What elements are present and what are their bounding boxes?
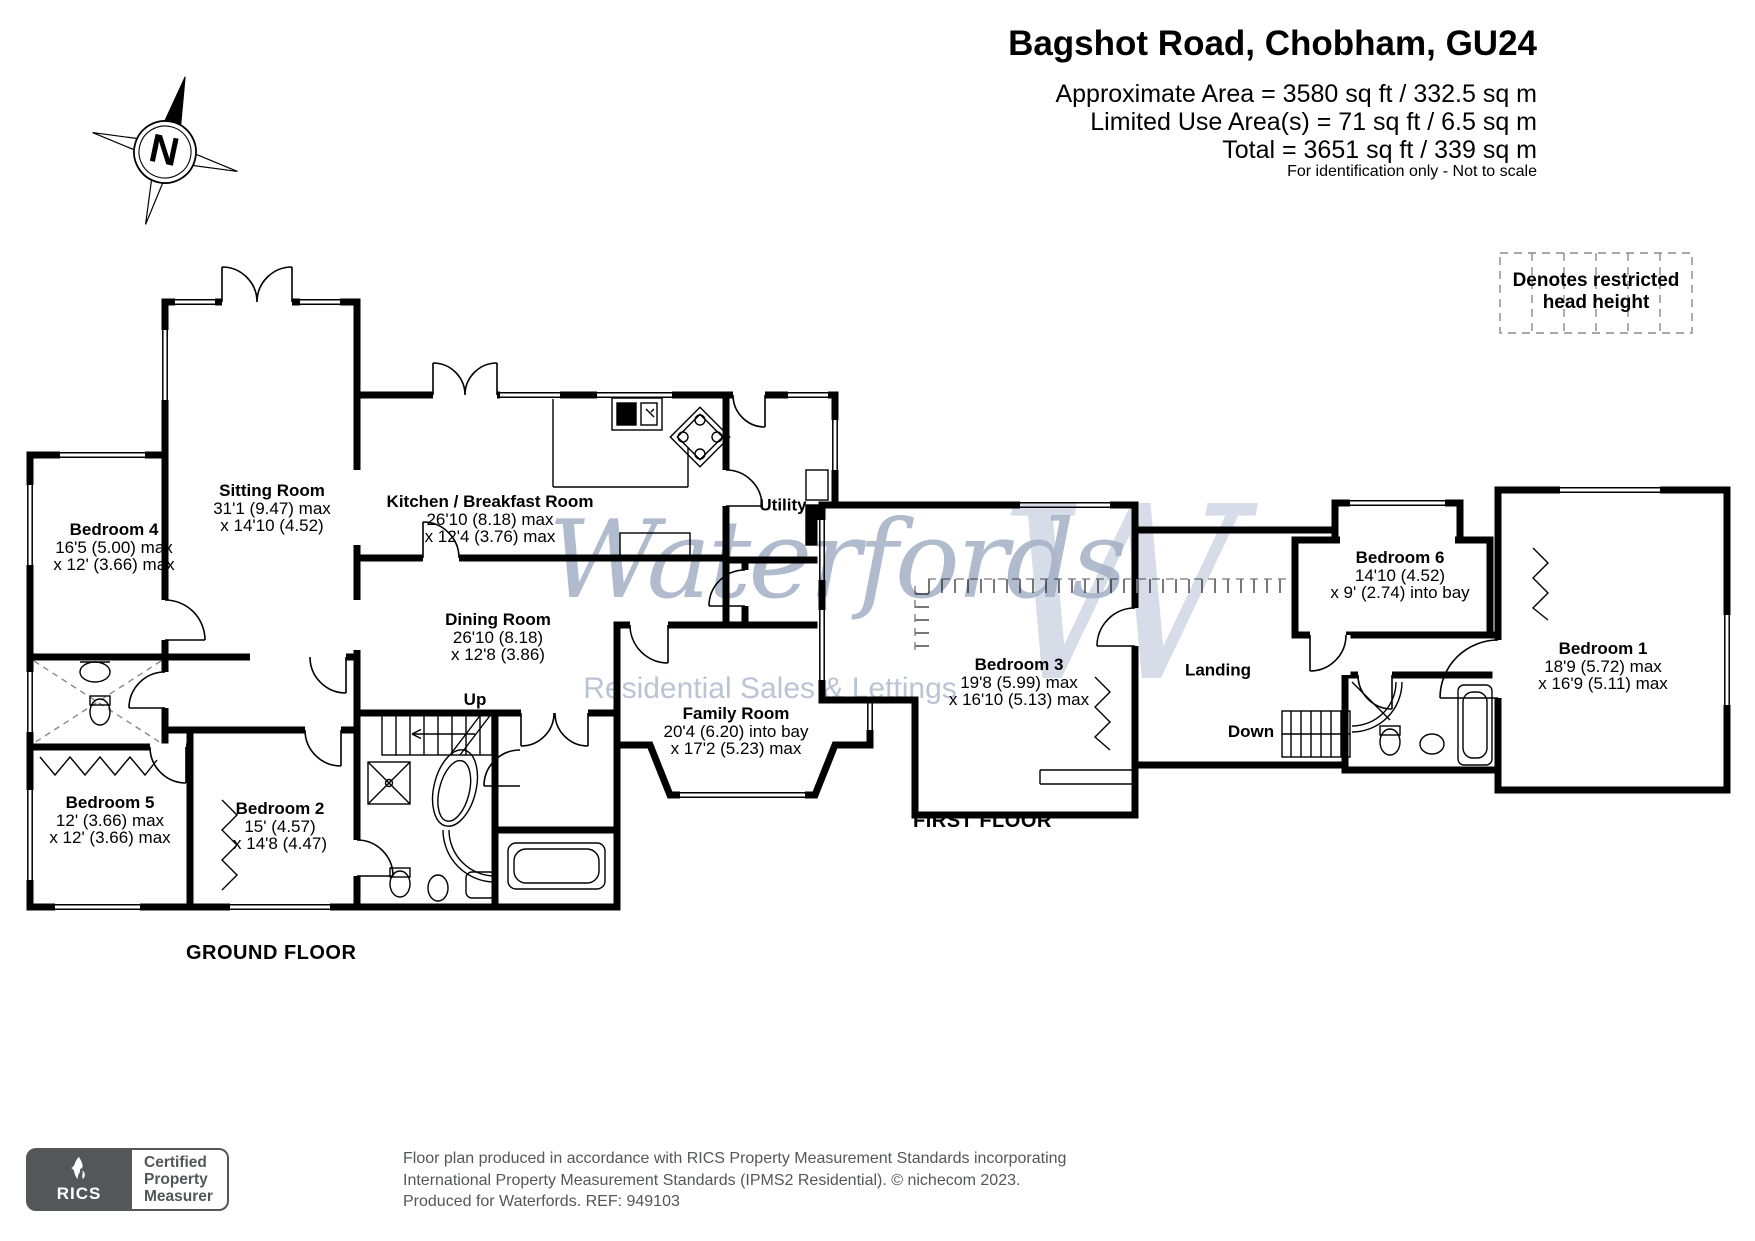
shower-room — [26, 653, 169, 751]
room-label-bedroom-2: Bedroom 2 15' (4.57) x 14'8 (4.47) — [233, 798, 327, 853]
room-label-bedroom-6: Bedroom 6 14'10 (4.52) x 9' (2.74) into … — [1330, 547, 1470, 602]
room-label-utility: Utility — [759, 495, 807, 515]
room-label-dining-room: Dining Room 26'10 (8.18) x 12'8 (3.86) — [445, 609, 551, 664]
footer-disclaimer: Floor plan produced in accordance with R… — [403, 1150, 1067, 1210]
room-label-bedroom-1: Bedroom 1 18'9 (5.72) max x 16'9 (5.11) … — [1538, 638, 1668, 693]
bedroom-3-room — [818, 501, 1139, 819]
hob-icon — [669, 406, 731, 468]
stairs-up-label: Up — [463, 690, 487, 709]
property-title: Bagshot Road, Chobham, GU24 — [1008, 24, 1537, 63]
approx-area-line: Approximate Area = 3580 sq ft / 332.5 sq… — [1055, 80, 1537, 108]
hallway — [161, 653, 361, 734]
ground-floor-plan — [25, 266, 875, 912]
room-label-bedroom-4: Bedroom 4 16'5 (5.00) max x 12' (3.66) m… — [53, 519, 175, 574]
legend-restricted-head-height: Denotes restricted head height — [1512, 270, 1680, 313]
restricted-head-height-hatch — [914, 578, 1290, 650]
rics-lion-icon — [71, 1156, 85, 1179]
room-label-sitting-room: Sitting Room 31'1 (9.47) max x 14'10 (4.… — [213, 480, 331, 535]
first-fixtures — [1039, 547, 1549, 785]
stairs-down — [1281, 710, 1351, 758]
first-floor-plan — [817, 485, 1732, 819]
rics-logo: RICS — [26, 1148, 132, 1211]
first-hall — [1341, 631, 1502, 679]
first-floor-caption: FIRST FLOOR — [913, 810, 1052, 832]
corridor — [491, 709, 621, 834]
sitting-room — [161, 298, 361, 661]
doors — [128, 266, 766, 877]
legend-box — [1499, 252, 1693, 334]
room-label-kitchen-breakfast-room: Kitchen / Breakfast Room 26'10 (8.18) ma… — [386, 491, 594, 546]
room-label-bedroom-5: Bedroom 5 12' (3.66) max x 12' (3.66) ma… — [49, 792, 171, 847]
limited-use-area-line: Limited Use Area(s) = 71 sq ft / 6.5 sq … — [1090, 108, 1537, 136]
rics-wordmark: RICS — [56, 1183, 102, 1203]
ground-floor-caption: GROUND FLOOR — [186, 942, 357, 964]
certified-property-measurer-badge: Certified Property Measurer — [132, 1148, 229, 1211]
room-label-family-room: Family Room 20'4 (6.20) into bay x 17'2 … — [663, 703, 809, 758]
total-area-line: Total = 3651 sq ft / 339 sq m — [1222, 136, 1537, 164]
room-label-bedroom-3: Bedroom 3 19'8 (5.99) max x 16'10 (5.13)… — [948, 654, 1090, 709]
ground-fixtures — [33, 660, 606, 902]
first-windows — [819, 487, 1730, 705]
not-to-scale-note: For identification only - Not to scale — [1287, 163, 1537, 180]
bedroom-6-bay — [1331, 499, 1464, 544]
rics-badge: RICS Certified Property Measurer — [26, 1148, 229, 1211]
first-wall-openings — [817, 485, 1732, 705]
room-label-landing: Landing — [1184, 660, 1252, 680]
compass-icon — [92, 76, 238, 225]
stairs-down-label: Down — [1227, 722, 1275, 741]
stairs-up — [381, 712, 493, 756]
